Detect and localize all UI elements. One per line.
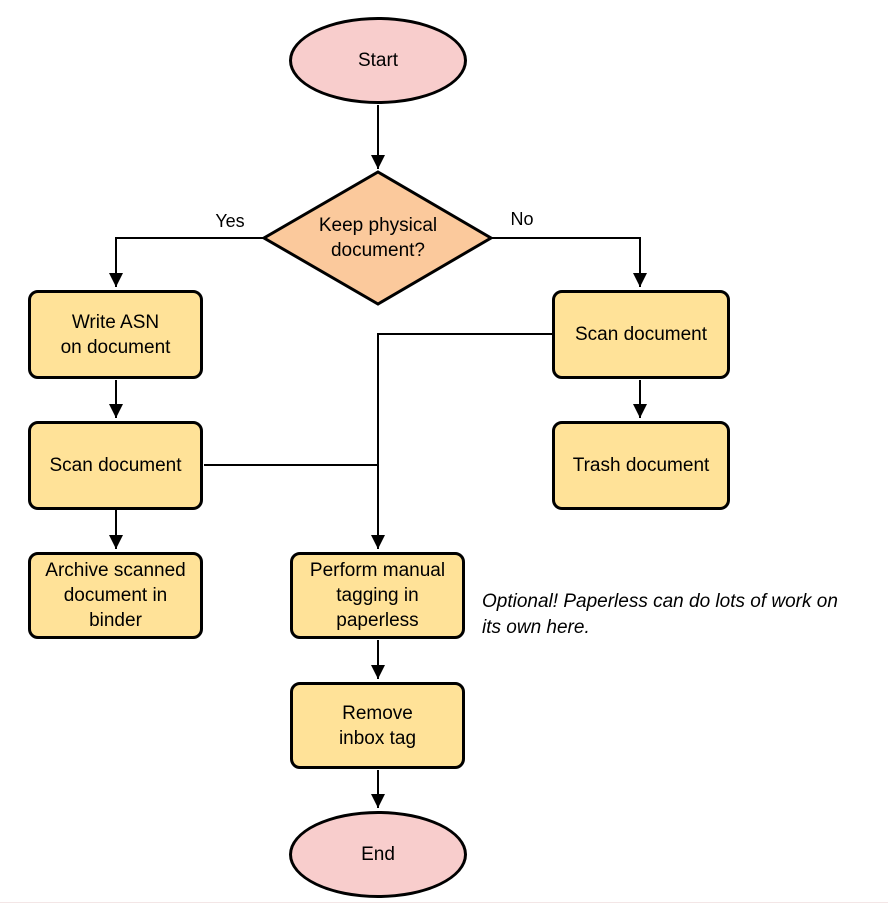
edge-label-no: No (496, 209, 548, 230)
bottom-divider (0, 902, 888, 903)
process-write-asn: Write ASN on document (28, 290, 203, 379)
edge-scan-right-to-tagging (371, 333, 552, 549)
edge-decision-to-scan-right (491, 237, 647, 287)
process-scan-document-left: Scan document (28, 421, 203, 510)
end-node: End (289, 811, 467, 898)
annotation-optional-note: Optional! Paperless can do lots of work … (482, 591, 838, 638)
edge-label-yes: Yes (203, 211, 257, 232)
process-archive-scanned: Archive scanned document in binder (28, 552, 203, 639)
process-trash-document: Trash document (552, 421, 730, 510)
process-scan-document-right: Scan document (552, 290, 730, 379)
decision-node-shape (261, 170, 494, 306)
process-manual-tagging: Perform manual tagging in paperless (290, 552, 465, 639)
start-node: Start (289, 17, 467, 104)
edge-decision-to-write-asn (109, 237, 264, 287)
process-remove-inbox-tag: Remove inbox tag (290, 682, 465, 769)
decision-node-label: Keep physical document? (318, 215, 438, 261)
